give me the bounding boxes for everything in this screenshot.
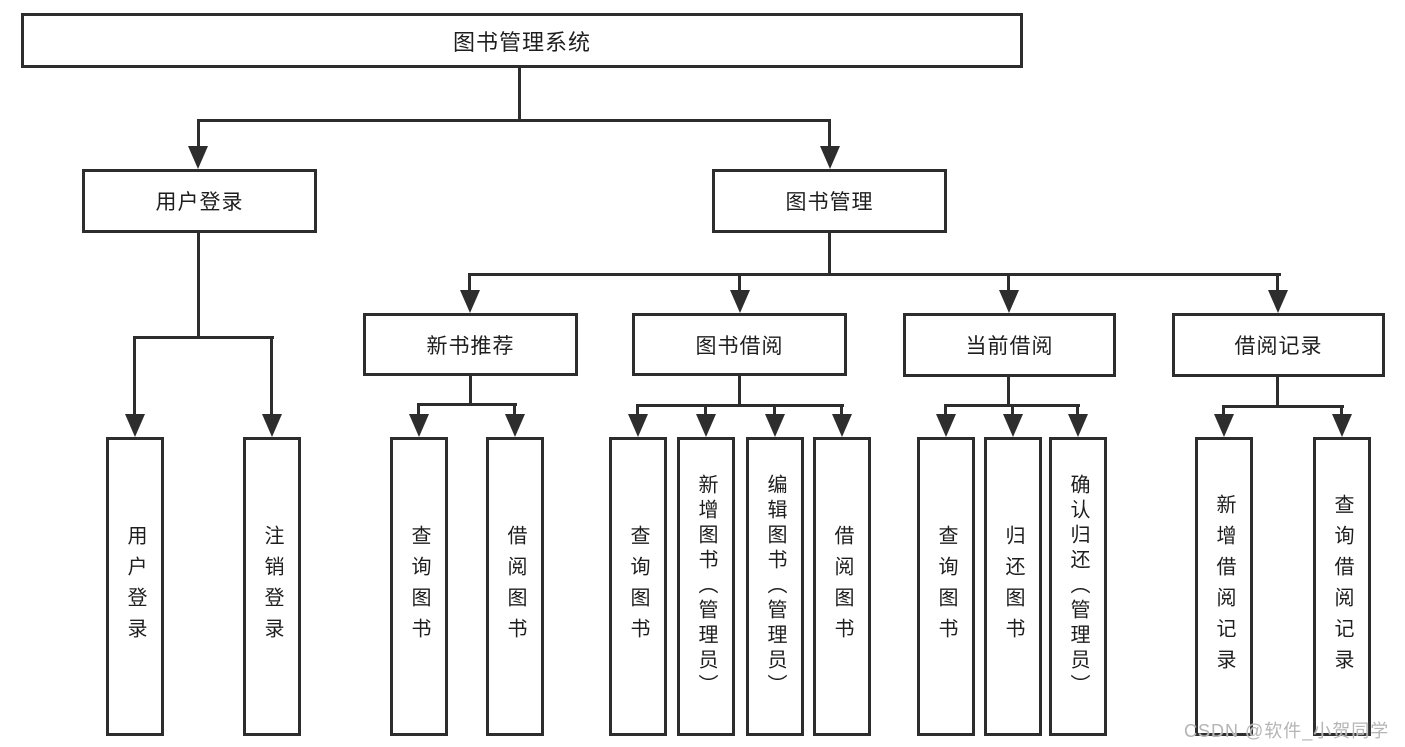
arrow-down-icon xyxy=(460,290,480,313)
node-current-borrowing: 当前借阅 xyxy=(903,313,1116,377)
connector-line-vertical xyxy=(773,404,776,418)
connector-line-vertical xyxy=(1076,404,1079,418)
arrow-down-icon xyxy=(1068,414,1088,437)
leaf-logout: 注销登录 xyxy=(243,437,301,736)
leaf-user-login: 用户登录 xyxy=(106,437,164,736)
node-user-login: 用户登录 xyxy=(82,169,317,233)
arrow-down-icon xyxy=(628,414,648,437)
connector-line-vertical xyxy=(513,403,516,419)
connector-line-vertical xyxy=(1276,376,1279,407)
connector-line-vertical xyxy=(1007,273,1010,295)
arrow-down-icon xyxy=(188,146,208,169)
connector-line-horizontal xyxy=(636,404,844,407)
connector-line-vertical xyxy=(197,119,200,149)
connector-line-vertical xyxy=(738,273,741,295)
node-library-management-system: 图书管理系统 xyxy=(21,13,1023,68)
leaf-return-books: 归还图书 xyxy=(984,437,1042,736)
leaf-confirm-return-admin: 确认归还（管理员） xyxy=(1049,437,1107,736)
arrow-down-icon xyxy=(730,290,750,313)
connector-line-vertical xyxy=(468,273,471,295)
leaf-add-borrow-record: 新增借阅记录 xyxy=(1195,437,1253,736)
connector-line-vertical xyxy=(828,233,831,276)
arrow-down-icon xyxy=(696,414,716,437)
connector-line-vertical xyxy=(133,336,136,420)
connector-line-vertical xyxy=(1276,273,1279,295)
watermark: CSDN @软件_小贺同学 xyxy=(1184,721,1390,741)
arrow-down-icon xyxy=(936,414,956,437)
arrow-down-icon xyxy=(1268,290,1288,313)
connector-line-horizontal xyxy=(417,403,517,406)
leaf-borrow-books-borrowing: 借阅图书 xyxy=(813,437,871,736)
leaf-edit-books-admin: 编辑图书（管理员） xyxy=(746,437,804,736)
connector-line-horizontal xyxy=(134,336,274,339)
node-book-management: 图书管理 xyxy=(712,169,947,233)
connector-line-vertical xyxy=(197,233,200,336)
connector-line-vertical xyxy=(1222,405,1225,418)
leaf-query-books-borrowing: 查询图书 xyxy=(609,437,667,736)
connector-line-vertical xyxy=(828,119,831,149)
connector-line-vertical xyxy=(704,404,707,418)
arrow-down-icon xyxy=(999,290,1019,313)
leaf-query-books-current: 查询图书 xyxy=(917,437,975,736)
leaf-query-books-recommend: 查询图书 xyxy=(390,437,448,736)
connector-line-vertical xyxy=(1007,376,1010,406)
connector-line-vertical xyxy=(469,376,472,405)
arrow-down-icon xyxy=(1332,414,1352,437)
connector-line-vertical xyxy=(840,404,843,418)
leaf-add-books-admin: 新增图书（管理员） xyxy=(677,437,735,736)
node-borrowing-records: 借阅记录 xyxy=(1172,313,1385,377)
connector-line-vertical xyxy=(738,376,741,406)
arrow-down-icon xyxy=(409,414,429,437)
node-book-borrowing: 图书借阅 xyxy=(632,313,847,376)
leaf-borrow-books-recommend: 借阅图书 xyxy=(486,437,544,736)
connector-line-vertical xyxy=(1340,405,1343,418)
connector-line-vertical xyxy=(944,404,947,418)
arrow-down-icon xyxy=(125,414,145,437)
arrow-down-icon xyxy=(765,414,785,437)
connector-line-vertical xyxy=(636,404,639,418)
leaf-query-borrow-record: 查询借阅记录 xyxy=(1313,437,1371,736)
arrow-down-icon xyxy=(820,146,840,169)
connector-line-horizontal xyxy=(1222,405,1344,408)
connector-line-vertical xyxy=(1011,404,1014,418)
node-new-book-recommendation: 新书推荐 xyxy=(363,313,578,376)
arrow-down-icon xyxy=(832,414,852,437)
connector-line-horizontal xyxy=(197,119,831,122)
connector-line-vertical xyxy=(270,336,273,420)
arrow-down-icon xyxy=(505,414,525,437)
arrow-down-icon xyxy=(1214,414,1234,437)
connector-line-vertical xyxy=(417,403,420,419)
connector-line-horizontal xyxy=(469,273,1281,276)
connector-line-vertical xyxy=(518,68,521,119)
arrow-down-icon xyxy=(262,414,282,437)
arrow-down-icon xyxy=(1003,414,1023,437)
